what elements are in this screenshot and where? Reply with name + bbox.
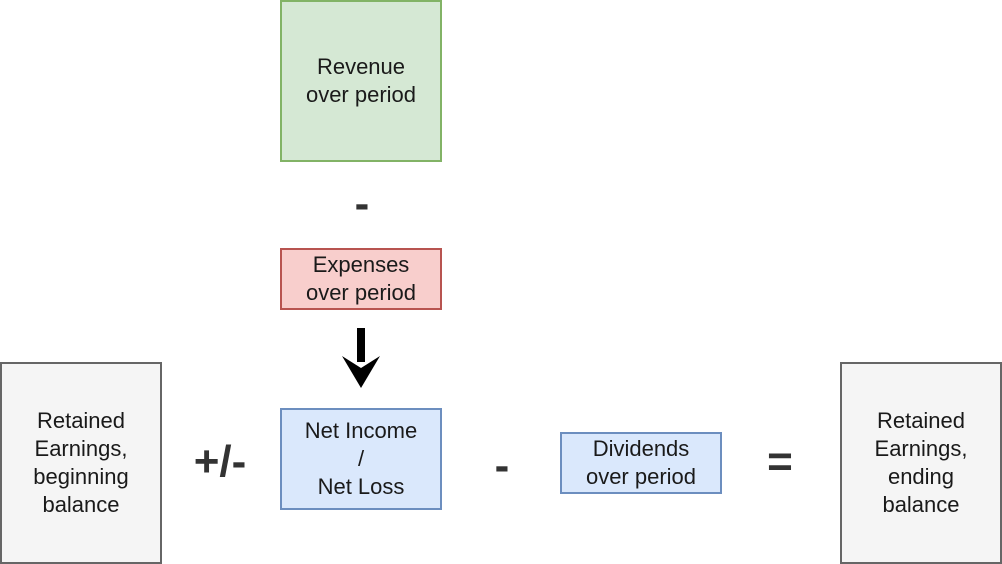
re-end-line3: ending: [887, 464, 955, 489]
down-arrow-icon: [342, 328, 380, 388]
retained-earnings-ending-box: Retained Earnings, ending balance: [840, 362, 1002, 564]
net-income-box: Net Income / Net Loss: [280, 408, 442, 510]
net-income-line3: Net Loss: [317, 474, 405, 499]
re-end-line4: balance: [882, 492, 960, 517]
revenue-label-line1: Revenue: [316, 54, 406, 79]
expenses-label-line2: over period: [305, 280, 417, 305]
minus-dividends-operator: -: [494, 441, 510, 490]
expenses-box: Expenses over period: [280, 248, 442, 310]
dividends-line2: over period: [585, 464, 697, 489]
re-begin-line4: balance: [42, 492, 120, 517]
plus-minus-operator: +/-: [193, 437, 247, 486]
re-begin-line3: beginning: [33, 464, 129, 489]
revenue-label-line2: over period: [305, 82, 417, 107]
minus-operator: -: [354, 179, 370, 228]
re-end-line2: Earnings,: [874, 436, 968, 461]
expenses-label-line1: Expenses: [312, 252, 410, 277]
re-end-line1: Retained: [876, 408, 966, 433]
re-begin-line2: Earnings,: [34, 436, 128, 461]
net-income-line1: Net Income: [304, 418, 418, 443]
dividends-line1: Dividends: [592, 436, 690, 461]
equals-operator: =: [767, 437, 793, 486]
revenue-box: Revenue over period: [280, 0, 442, 162]
net-income-line2: /: [357, 446, 365, 471]
retained-earnings-beginning-box: Retained Earnings, beginning balance: [0, 362, 162, 564]
re-begin-line1: Retained: [36, 408, 126, 433]
dividends-box: Dividends over period: [560, 432, 722, 494]
